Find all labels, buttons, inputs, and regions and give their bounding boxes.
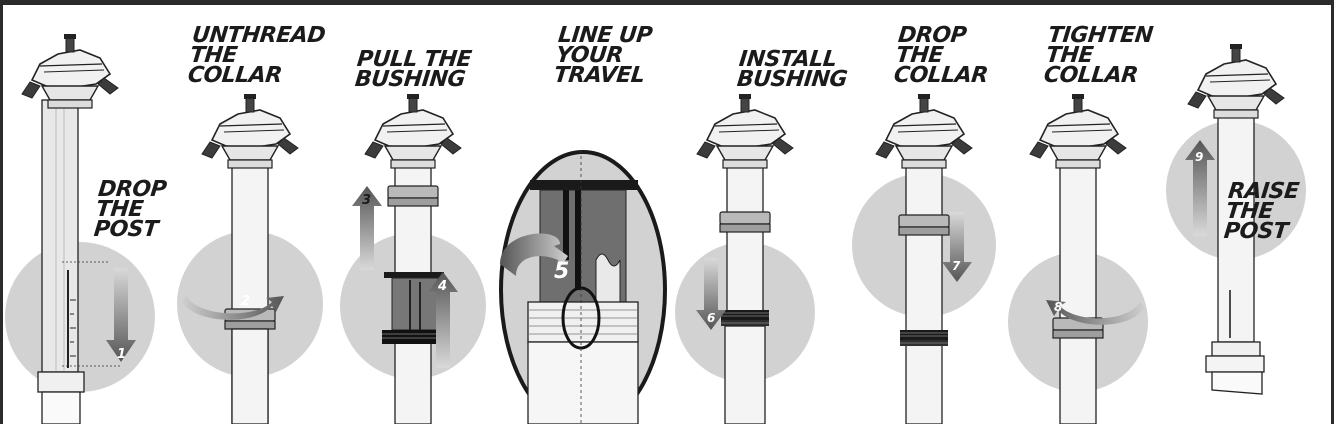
step-7-illustration <box>852 93 996 424</box>
step-9-illustration <box>1166 43 1306 395</box>
step-number-5: 5 <box>554 259 569 284</box>
step-4-arrow <box>428 272 458 368</box>
step-2-illustration <box>177 93 323 424</box>
step-5-title: LINE UP YOUR TRAVEL <box>552 23 654 88</box>
step-number-7: 7 <box>952 259 961 273</box>
step-3-title: PULL THE BUSHING <box>353 47 473 92</box>
step-7-title: DROP THE COLLAR <box>892 23 990 88</box>
step-1-arrow <box>106 268 136 362</box>
step-number-9: 9 <box>1195 150 1203 164</box>
step-1-illustration <box>5 33 155 424</box>
step-number-2: 2 <box>241 294 250 309</box>
step-5-arrow <box>500 233 568 276</box>
step-8-title: TIGHTEN THE COLLAR <box>1042 23 1155 88</box>
step-2-title: UNTHREAD THE COLLAR <box>186 23 327 88</box>
step-7-arrow <box>942 212 972 282</box>
step-number-1: 1 <box>117 347 126 362</box>
step-1-title: DROP THE POST <box>92 177 168 242</box>
top-frame-bar <box>0 0 1334 5</box>
step-number-8: 8 <box>1054 300 1062 314</box>
step-2-arrow <box>182 296 284 320</box>
step-number-6: 6 <box>707 311 715 325</box>
step-3-illustration <box>340 93 486 424</box>
step-8-illustration <box>1008 93 1148 424</box>
left-frame-bar <box>0 0 3 424</box>
step-6-arrow <box>696 258 726 330</box>
step-6-illustration <box>675 93 815 424</box>
step-number-4: 4 <box>437 279 447 294</box>
step-5-illustration <box>499 150 667 424</box>
step-1-circle <box>5 242 155 392</box>
right-frame-bar <box>1331 0 1334 424</box>
step-9-title: RAISE THE POST <box>1222 179 1300 244</box>
step-9-arrow <box>1185 140 1215 236</box>
step-8-arrow <box>1046 300 1144 325</box>
step-number-3: 3 <box>362 193 371 208</box>
step-3-arrow <box>352 186 382 270</box>
step-6-title: INSTALL BUSHING <box>735 47 849 92</box>
